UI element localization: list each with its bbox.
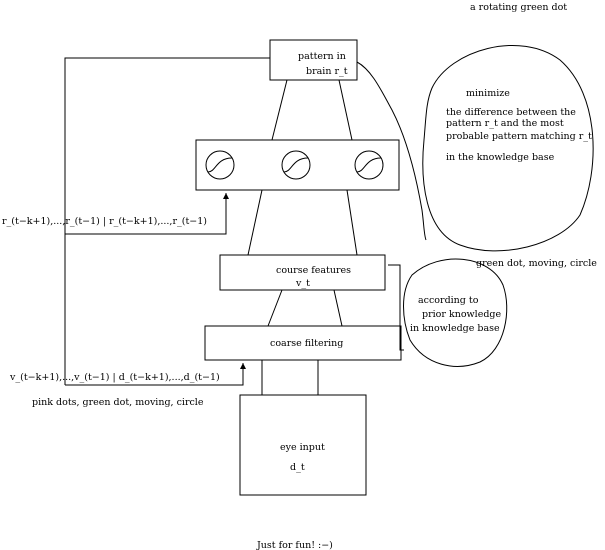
- blob-top-line2: the difference between the: [446, 107, 576, 118]
- eye-input-line2: d_t: [290, 462, 305, 473]
- knowledge-blob-bottom: green dot, moving, circle according to p…: [388, 258, 597, 367]
- pattern-box-line2: brain r_t: [306, 66, 348, 77]
- sigmoid-unit-2: [281, 150, 311, 180]
- trapezoid-lines: [247, 79, 358, 395]
- pattern-box: pattern in brain r_t: [269, 39, 358, 81]
- knowledge-blob-top: minimize the difference between the patt…: [356, 45, 594, 252]
- left-r-inputs: r_(t−k+1),...,r_(t−1) | r_(t−k+1),...,r_…: [2, 216, 207, 227]
- filtering-box-label: coarse filtering: [270, 338, 343, 349]
- features-box-line2: v_t: [295, 278, 310, 289]
- blob-bottom-line3: in knowledge base: [410, 323, 500, 334]
- blob-top-line3: pattern r_t and the most: [446, 118, 564, 129]
- sigmoid-unit-3: [354, 150, 384, 180]
- pattern-box-line1: pattern in: [298, 51, 346, 62]
- blob-top-line5: in the knowledge base: [446, 152, 555, 163]
- footer-text: Just for fun! :−): [256, 540, 333, 550]
- blob-bottom-caption: green dot, moving, circle: [476, 258, 597, 269]
- feedback-lines: [64, 57, 270, 386]
- blob-top-line4: probable pattern matching r_t: [446, 131, 592, 142]
- eye-input-line1: eye input: [280, 442, 325, 453]
- features-box: course features v_t: [219, 254, 386, 291]
- left-caption: pink dots, green dot, moving, circle: [32, 397, 204, 408]
- blob-top-line1: minimize: [466, 88, 510, 99]
- filtering-box: coarse filtering: [204, 325, 402, 361]
- sigmoid-units-box: [195, 139, 400, 191]
- eye-input-box: eye input d_t: [239, 394, 367, 496]
- features-box-line1: course features: [276, 265, 351, 276]
- left-v-inputs: v_(t−k+1),...,v_(t−1) | d_(t−k+1),...,d_…: [9, 372, 220, 383]
- top-right-annotation: a rotating green dot: [470, 2, 567, 13]
- blob-bottom-line1: according to: [418, 295, 479, 306]
- blob-bottom-line2: prior knowledge: [422, 309, 501, 320]
- sigmoid-unit-1: [205, 150, 235, 180]
